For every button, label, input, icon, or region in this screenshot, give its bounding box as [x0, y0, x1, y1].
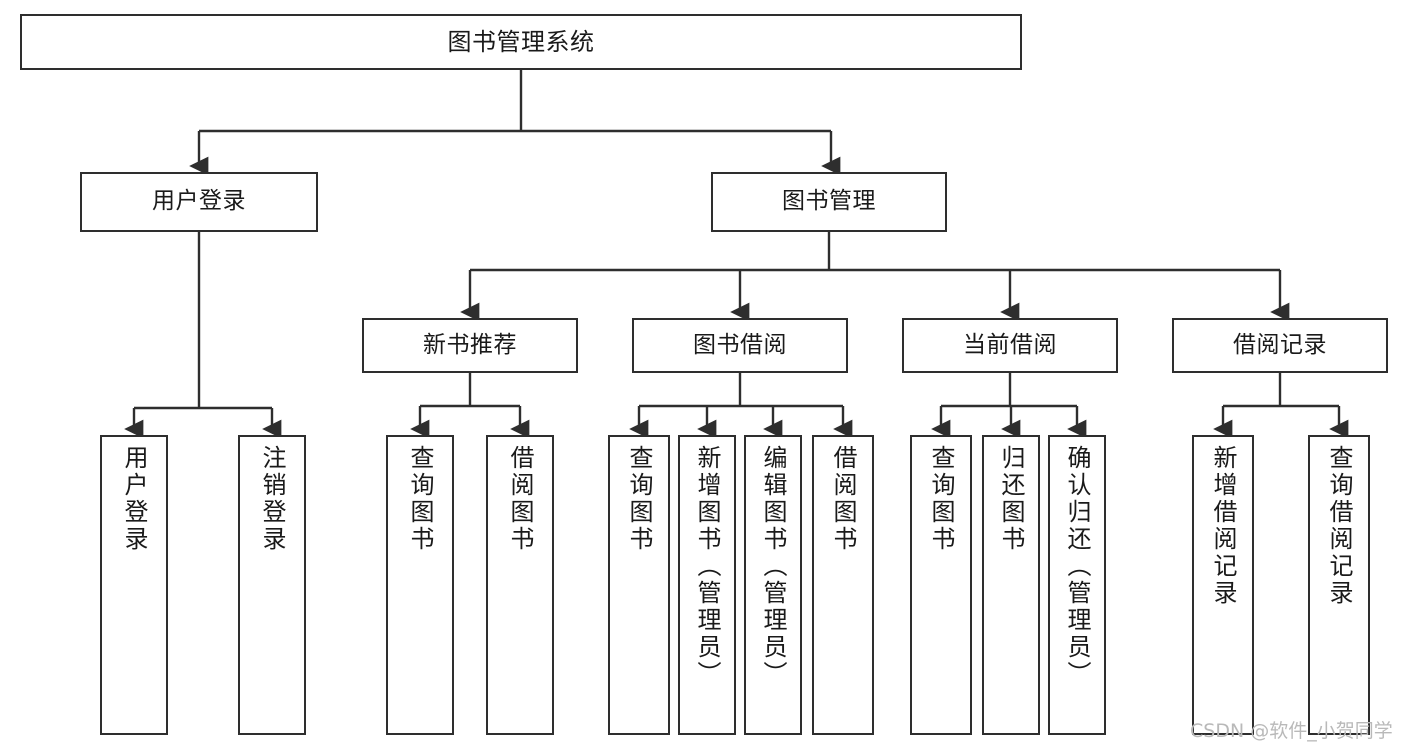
node-leaf-user-logout[interactable]: 注销登录 [238, 435, 306, 735]
node-current-borrow[interactable]: 当前借阅 [902, 318, 1118, 373]
node-new-book-recommend[interactable]: 新书推荐 [362, 318, 578, 373]
node-current-borrow-label: 当前借阅 [963, 331, 1057, 358]
node-root-label: 图书管理系统 [447, 27, 595, 56]
node-user-login-label: 用户登录 [152, 188, 246, 215]
node-root[interactable]: 图书管理系统 [20, 14, 1022, 70]
node-leaf-query-book-3-label: 查询图书 [927, 445, 955, 553]
node-leaf-edit-book[interactable]: 编辑图书（管理员） [744, 435, 802, 735]
node-leaf-borrow-book-2[interactable]: 借阅图书 [812, 435, 874, 735]
edge-group-current-borrow [931, 373, 1087, 439]
node-leaf-user-login[interactable]: 用户登录 [100, 435, 168, 735]
node-borrow-record[interactable]: 借阅记录 [1172, 318, 1388, 373]
node-leaf-return-book-label: 归还图书 [997, 445, 1025, 553]
edge-group-borrow-record [1213, 373, 1349, 439]
node-leaf-query-book-1-label: 查询图书 [406, 445, 434, 553]
node-borrow-record-label: 借阅记录 [1233, 331, 1327, 358]
node-leaf-borrow-book-1[interactable]: 借阅图书 [486, 435, 554, 735]
node-leaf-add-book[interactable]: 新增图书（管理员） [678, 435, 736, 735]
node-leaf-query-record-label: 查询借阅记录 [1325, 445, 1353, 607]
node-leaf-query-book-1[interactable]: 查询图书 [386, 435, 454, 735]
edge-group-user-login [124, 232, 282, 439]
node-leaf-borrow-book-2-label: 借阅图书 [829, 445, 857, 553]
csdn-watermark: CSDN @软件_小贺同学 [1190, 720, 1393, 742]
node-leaf-confirm-return-label: 确认归还（管理员） [1063, 445, 1091, 688]
node-leaf-user-logout-label: 注销登录 [258, 445, 286, 553]
node-leaf-borrow-book-1-label: 借阅图书 [506, 445, 534, 553]
node-leaf-query-book-2-label: 查询图书 [625, 445, 653, 553]
edge-group-book-borrow [629, 373, 853, 439]
node-book-manage[interactable]: 图书管理 [711, 172, 947, 232]
node-leaf-confirm-return[interactable]: 确认归还（管理员） [1048, 435, 1106, 735]
edge-group-new-book-recommend [410, 373, 530, 439]
node-leaf-query-book-3[interactable]: 查询图书 [910, 435, 972, 735]
node-book-manage-label: 图书管理 [782, 188, 876, 215]
node-leaf-add-book-label: 新增图书（管理员） [693, 445, 721, 688]
edge-group-root [189, 70, 841, 176]
node-user-login[interactable]: 用户登录 [80, 172, 318, 232]
node-book-borrow-label: 图书借阅 [693, 331, 787, 358]
node-new-book-recommend-label: 新书推荐 [423, 331, 517, 358]
node-leaf-return-book[interactable]: 归还图书 [982, 435, 1040, 735]
node-leaf-add-record[interactable]: 新增借阅记录 [1192, 435, 1254, 735]
node-leaf-edit-book-label: 编辑图书（管理员） [759, 445, 787, 688]
node-leaf-query-record[interactable]: 查询借阅记录 [1308, 435, 1370, 735]
node-leaf-user-login-label: 用户登录 [120, 445, 148, 553]
edge-group-book-manage [460, 232, 1290, 322]
node-leaf-query-book-2[interactable]: 查询图书 [608, 435, 670, 735]
node-book-borrow[interactable]: 图书借阅 [632, 318, 848, 373]
node-leaf-add-record-label: 新增借阅记录 [1209, 445, 1237, 607]
